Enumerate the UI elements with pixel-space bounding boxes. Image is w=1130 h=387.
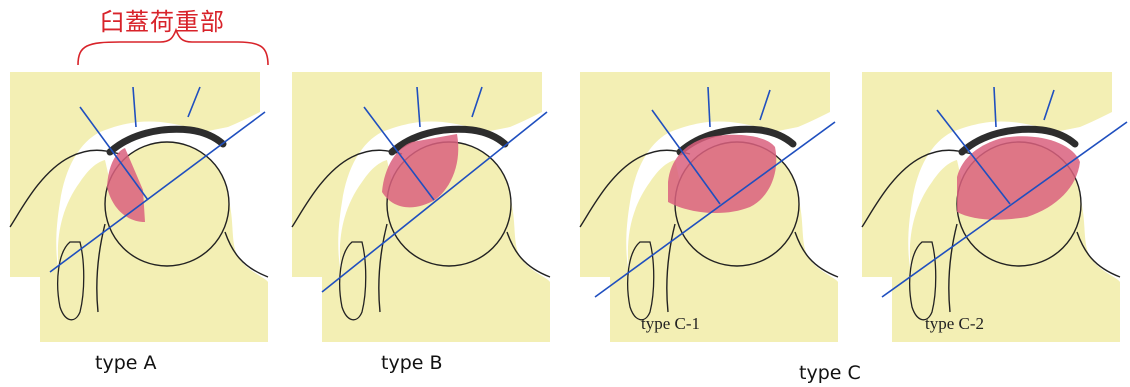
load-bearing-label: 臼蓋荷重部 — [100, 2, 225, 37]
panel-type-c1 — [580, 72, 838, 342]
caption-type-a: type A — [95, 352, 156, 374]
caption-type-b: type B — [381, 352, 443, 374]
panel-type-c2 — [862, 72, 1127, 342]
sublabel-type-c1: type C-1 — [641, 314, 700, 334]
panel-type-b — [292, 72, 550, 342]
panel-type-a — [10, 72, 268, 342]
sublabel-type-c2: type C-2 — [925, 314, 984, 334]
caption-type-c: type C — [799, 362, 861, 384]
